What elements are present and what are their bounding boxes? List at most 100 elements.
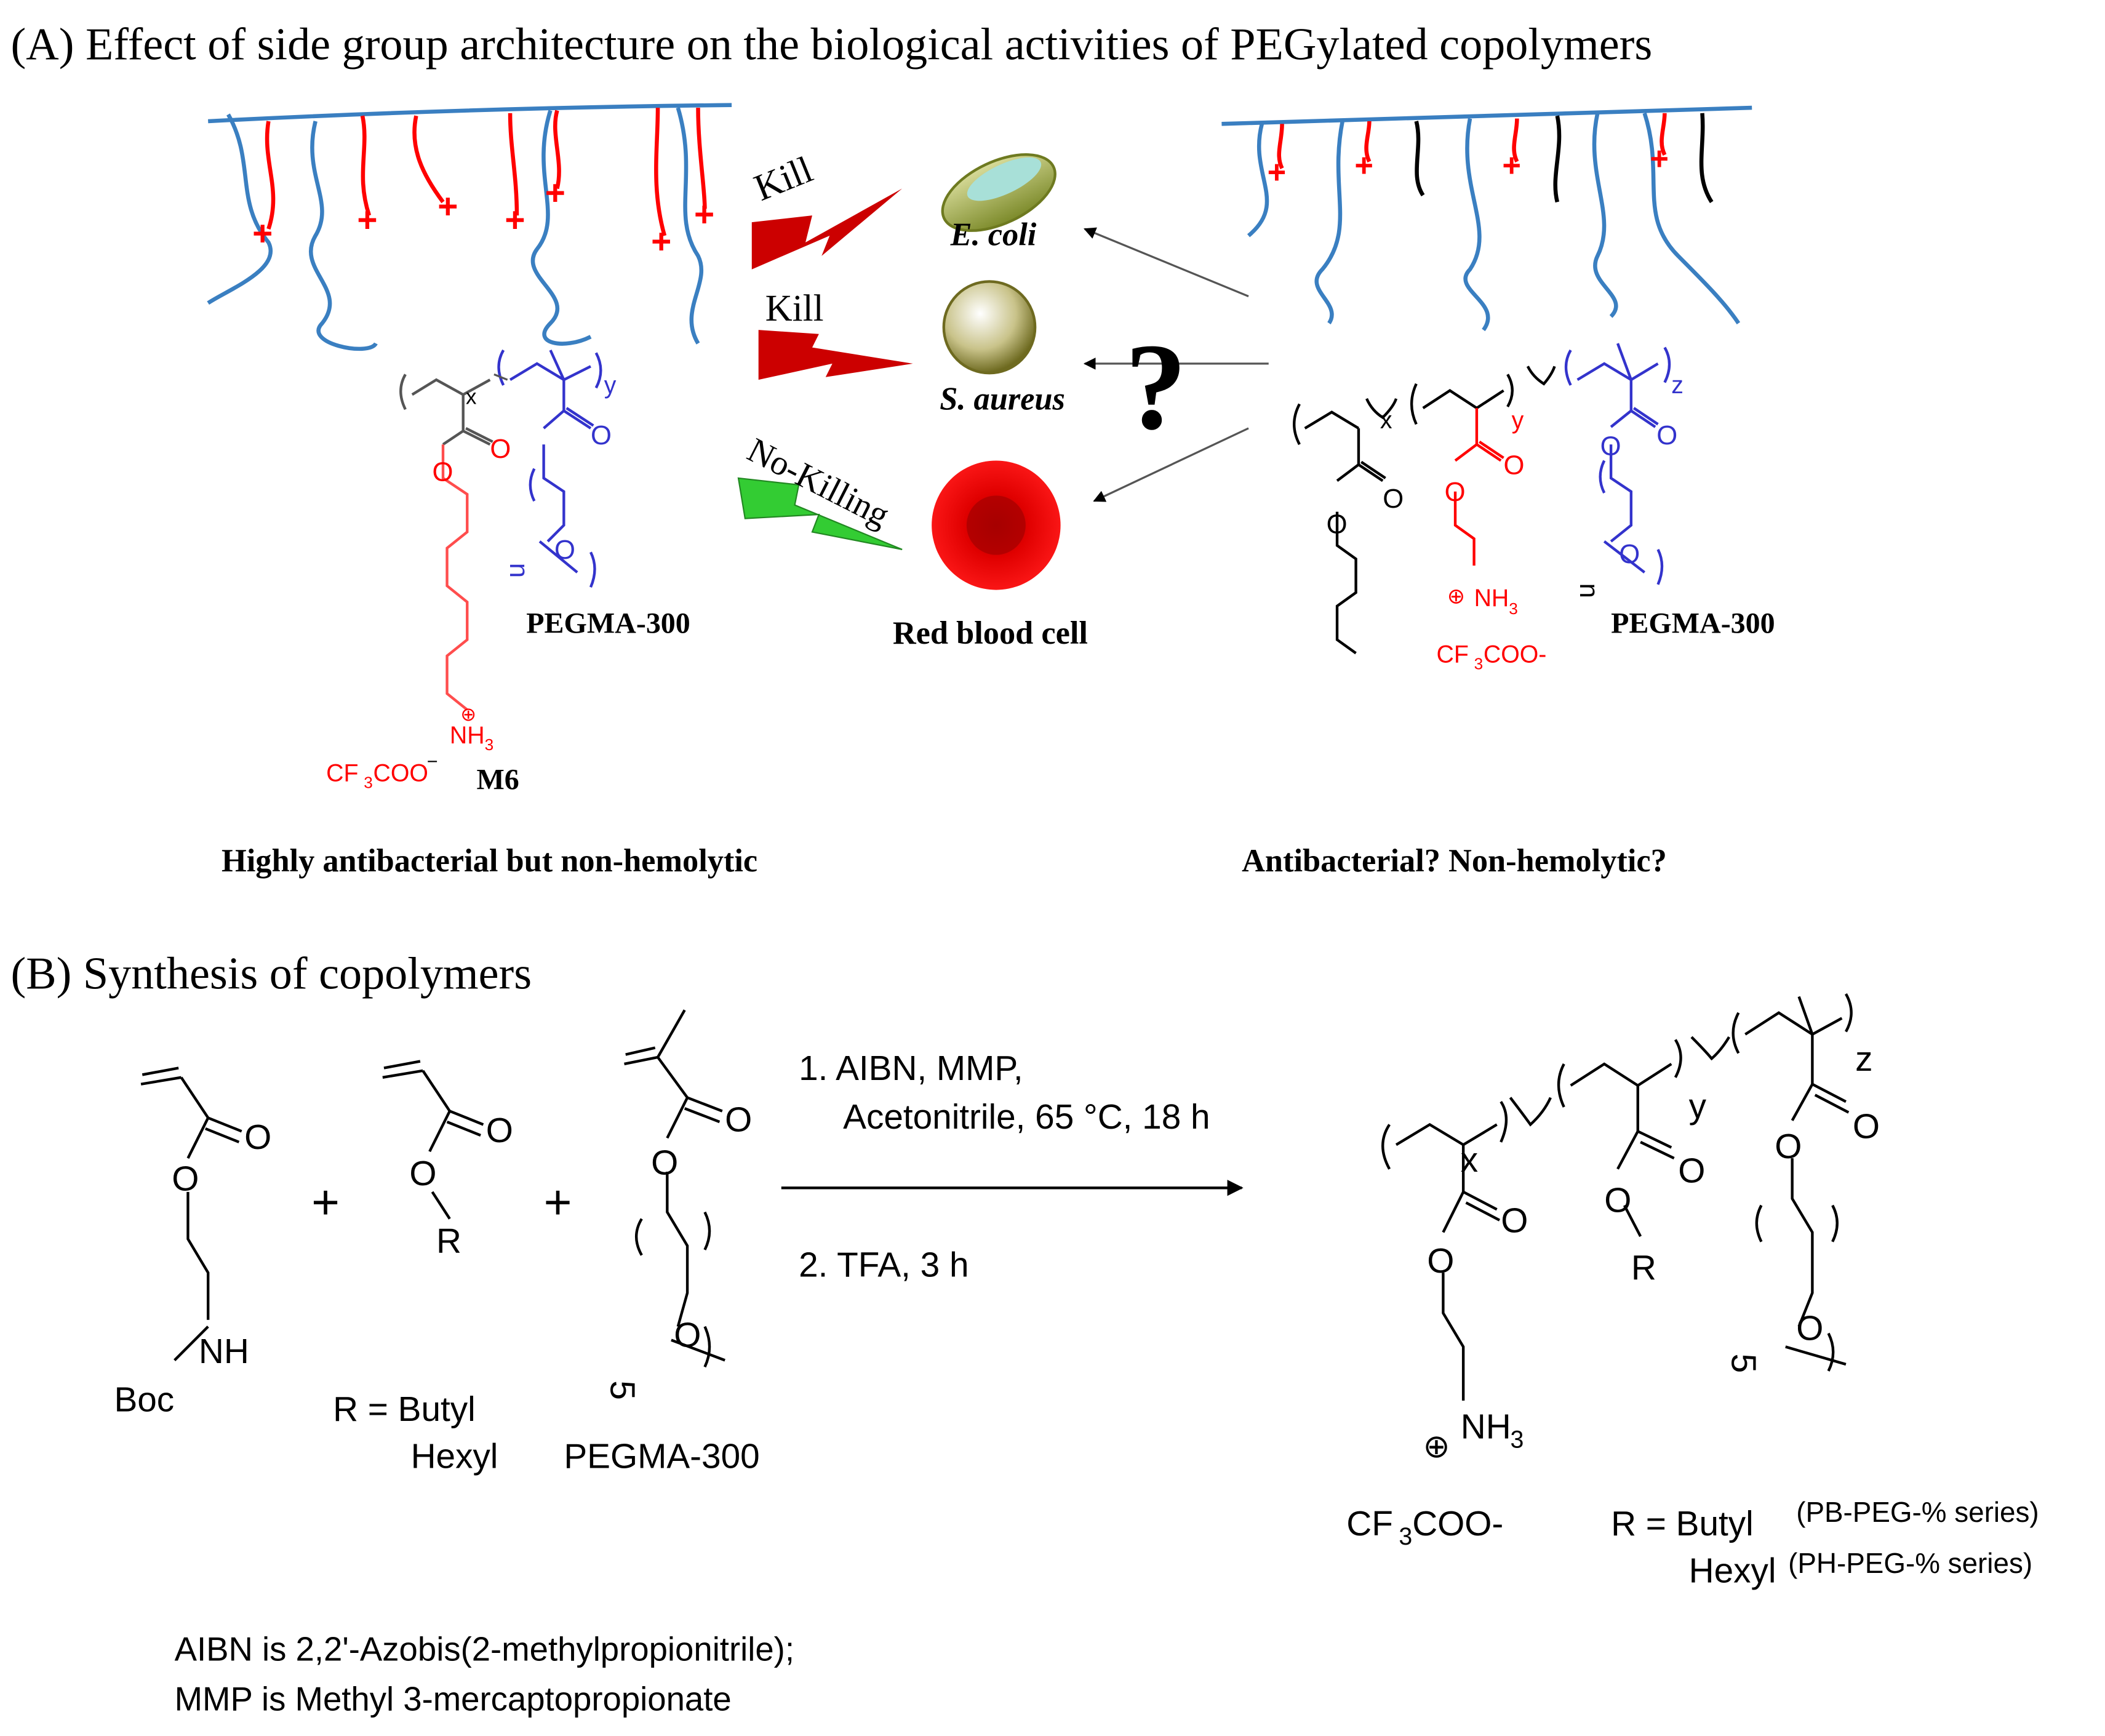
svg-text:COO-: COO- (1412, 1505, 1503, 1543)
condition-1b: Acetonitrile, 65 °C, 18 h (843, 1098, 1210, 1137)
svg-text:+: + (505, 201, 525, 239)
svg-text:COO: COO (373, 759, 428, 786)
kill-bolt-2 (758, 330, 913, 380)
left-copolymer-structure: x y O O O O n NH 3 ⊕ CF 3 COO − (326, 349, 617, 791)
svg-text:+: + (1502, 148, 1521, 184)
svg-text:x: x (466, 385, 477, 409)
svg-text:3: 3 (364, 773, 373, 791)
svg-text:O: O (1501, 1201, 1528, 1240)
svg-text:CF: CF (1346, 1505, 1393, 1543)
arrow-to-red-blood-cell (1093, 427, 1249, 502)
svg-text:Boc: Boc (114, 1380, 174, 1419)
svg-text:O: O (1427, 1242, 1454, 1281)
no-killing-bolt (737, 477, 903, 550)
svg-text:NH: NH (1474, 585, 1509, 612)
svg-text:⊕: ⊕ (460, 704, 476, 725)
svg-text:x: x (1461, 1141, 1478, 1180)
svg-text:⊕: ⊕ (1423, 1429, 1450, 1465)
svg-text:O: O (244, 1118, 271, 1157)
svg-text:O: O (554, 535, 575, 565)
svg-text:O: O (1327, 510, 1348, 540)
svg-text:O: O (1504, 450, 1525, 480)
panel-b-heading: (B) Synthesis of copolymers (10, 948, 532, 999)
svg-text:CF: CF (1436, 641, 1468, 668)
svg-text:−: − (427, 751, 438, 772)
note-aibn: AIBN is 2,2'-Azobis(2-methylpropionitril… (175, 1630, 794, 1668)
svg-text:O: O (651, 1143, 678, 1182)
s-aureus-icon (942, 280, 1037, 375)
svg-text:O: O (409, 1154, 436, 1193)
caption-right: Antibacterial? Non-hemolytic? (1242, 843, 1667, 879)
svg-text:3: 3 (1509, 599, 1518, 618)
svg-text:+: + (1354, 148, 1373, 184)
note-mmp: MMP is Methyl 3-mercaptopropionate (175, 1680, 732, 1718)
svg-text:R: R (1631, 1249, 1656, 1287)
svg-text:+: + (651, 222, 671, 261)
svg-text:y: y (1689, 1087, 1707, 1126)
svg-text:n: n (504, 563, 534, 578)
svg-text:5: 5 (603, 1380, 642, 1400)
series-pb: (PB-PEG-% series) (1796, 1496, 2039, 1528)
panel-a-heading: (A) Effect of side group architecture on… (10, 19, 1652, 70)
svg-text:+: + (1268, 155, 1287, 191)
product-structure: x y z O O O O O O O R 5 NH 3 ⊕ CF 3 COO-… (1346, 993, 2039, 1591)
svg-text:O: O (1678, 1151, 1705, 1190)
r-definition-butyl: R = Butyl (333, 1390, 476, 1429)
condition-1a: 1. AIBN, MMP, (799, 1049, 1023, 1088)
svg-text:O: O (1383, 484, 1404, 514)
svg-text:O: O (725, 1100, 752, 1139)
svg-text:O: O (490, 434, 511, 464)
arrow-to-e-coli (1084, 227, 1249, 297)
svg-text:R: R (436, 1222, 461, 1260)
svg-text:3: 3 (1399, 1523, 1412, 1550)
svg-text:O: O (433, 457, 453, 487)
svg-text:O: O (674, 1316, 701, 1354)
svg-text:O: O (1853, 1107, 1880, 1146)
svg-text:NH: NH (1461, 1407, 1511, 1446)
svg-text:+: + (437, 187, 458, 226)
svg-text:z: z (1855, 1040, 1872, 1079)
svg-text:O: O (1600, 431, 1621, 462)
svg-text:3: 3 (1474, 655, 1484, 673)
svg-text:O: O (1619, 539, 1640, 569)
condition-2: 2. TFA, 3 h (799, 1246, 969, 1285)
svg-text:O: O (1604, 1182, 1631, 1220)
svg-text:NH: NH (199, 1332, 249, 1371)
monomer-alkyl-acrylate: O O R R = Butyl Hexyl (333, 1060, 513, 1476)
svg-text:O: O (1796, 1309, 1823, 1348)
svg-text:3: 3 (1510, 1426, 1524, 1454)
svg-text:y: y (1512, 407, 1524, 434)
svg-text:O: O (172, 1160, 199, 1199)
right-polymer-cartoon: + + + + (1221, 105, 1752, 332)
plus-sign-2: + (544, 1175, 572, 1229)
svg-text:O: O (1656, 420, 1677, 450)
svg-text:NH: NH (450, 722, 485, 749)
question-mark: ? (1125, 319, 1186, 455)
svg-text:n: n (1574, 583, 1604, 598)
svg-text:5: 5 (1724, 1353, 1762, 1373)
r-definition-hexyl: Hexyl (411, 1437, 498, 1476)
kill-bolt-1 (751, 188, 903, 270)
svg-text:CF: CF (326, 759, 358, 786)
e-coli-icon (941, 153, 1056, 232)
series-ph: (PH-PEG-% series) (1788, 1547, 2032, 1579)
svg-text:O: O (1445, 477, 1466, 507)
svg-text:+: + (252, 214, 273, 253)
svg-text:O: O (486, 1111, 513, 1150)
svg-text:⊕: ⊕ (1447, 584, 1465, 608)
e-coli-label: E. coli (950, 217, 1037, 252)
product-r-butyl: R = Butyl (1611, 1505, 1754, 1543)
pegma-right-label: PEGMA-300 (1611, 607, 1775, 640)
kill-label-2: Kill (765, 287, 824, 329)
svg-text:3: 3 (485, 735, 494, 754)
caption-left: Highly antibacterial but non-hemolytic (222, 843, 757, 879)
svg-text:+: + (357, 201, 377, 239)
s-aureus-label: S. aureus (940, 381, 1065, 417)
svg-text:z: z (1671, 372, 1684, 399)
svg-text:+: + (545, 174, 565, 213)
svg-text:y: y (604, 372, 617, 399)
monomer-pegma: O O O 5 PEGMA-300 (564, 1009, 760, 1476)
plus-sign-1: + (311, 1175, 340, 1229)
svg-text:+: + (1650, 142, 1669, 177)
red-blood-cell-label: Red blood cell (893, 615, 1088, 651)
